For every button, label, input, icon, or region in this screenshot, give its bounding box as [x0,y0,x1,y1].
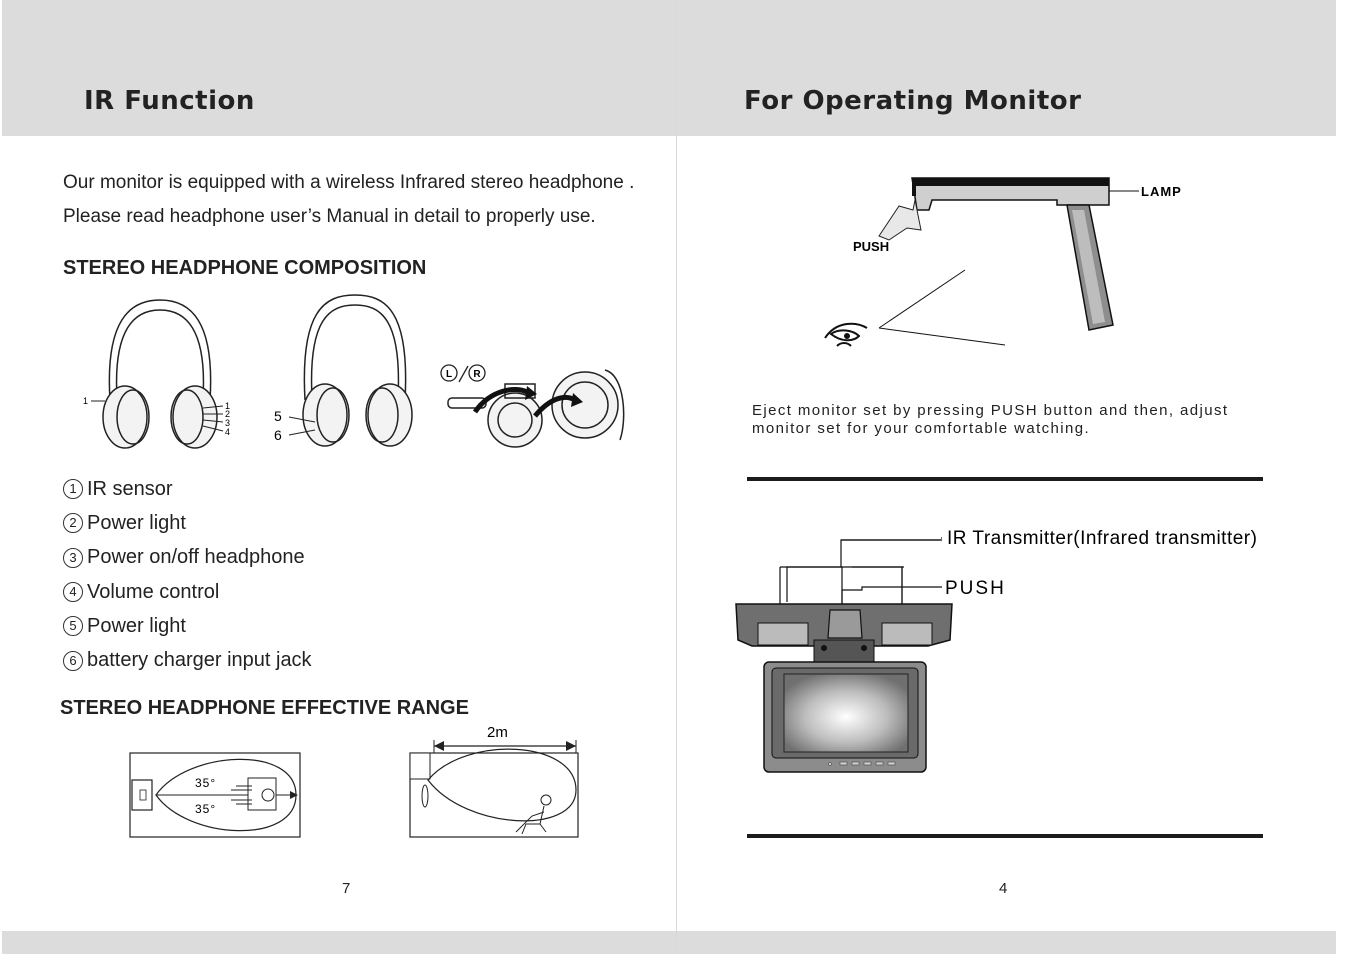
headphone-composition-figure: L R 1 1 2 3 4 5 6 [83,294,625,449]
eject-instruction: Eject monitor set by pressing PUSH butto… [752,402,1228,438]
right-mark: R [473,369,481,380]
intro-line-2: Please read headphone user’s Manual in d… [63,206,596,227]
left-footer-band [2,931,676,954]
eject-line-2: monitor set for your comfortable watchin… [752,420,1091,437]
lamp-label: LAMP [1141,184,1182,199]
range-heading: STEREO HEADPHONE EFFECTIVE RANGE [60,697,469,719]
range-angle-top: 35° [195,776,216,790]
left-header-band [2,0,676,136]
top-divider [747,477,1263,481]
range-distance-label: 2m [487,724,508,741]
left-page: IR Function Our monitor is equipped with… [0,0,676,954]
right-page: For Operating Monitor LAMP PUSH Eject mo… [676,0,1351,954]
right-footer-band [677,931,1336,954]
intro-line-1: Our monitor is equipped with a wireless … [63,172,635,193]
right-header-band [677,0,1336,136]
left-page-title: IR Function [84,86,255,116]
left-mark: L [446,369,452,380]
callout-6: 6 [274,427,282,443]
callout-1b: 1 [225,401,230,411]
range-top-view-figure: 35° 35° [129,752,301,838]
bottom-divider [747,834,1263,838]
callout-5: 5 [274,408,282,424]
monitor-front-view-figure: IR Transmitter(Infrared transmitter) PUS… [735,528,1257,773]
callout-4: 4 [225,427,230,437]
eject-line-1: Eject monitor set by pressing PUSH butto… [752,402,1229,419]
callout-2: 2 [225,409,230,419]
monitor-side-view-figure: LAMP PUSH [824,177,1182,347]
range-side-view-figure: 2m [409,724,579,838]
callout-1a: 1 [83,396,88,406]
callout-3: 3 [225,418,230,428]
range-angle-bottom: 35° [195,802,216,816]
right-page-number: 4 [999,880,1008,897]
left-page-number: 7 [342,880,351,897]
composition-heading: STEREO HEADPHONE COMPOSITION [63,257,427,279]
ir-transmitter-label: IR Transmitter(Infrared transmitter) [947,528,1257,549]
right-page-title: For Operating Monitor [744,86,1082,116]
push-label-bottom: PUSH [945,578,1006,599]
push-label-top: PUSH [853,239,889,254]
